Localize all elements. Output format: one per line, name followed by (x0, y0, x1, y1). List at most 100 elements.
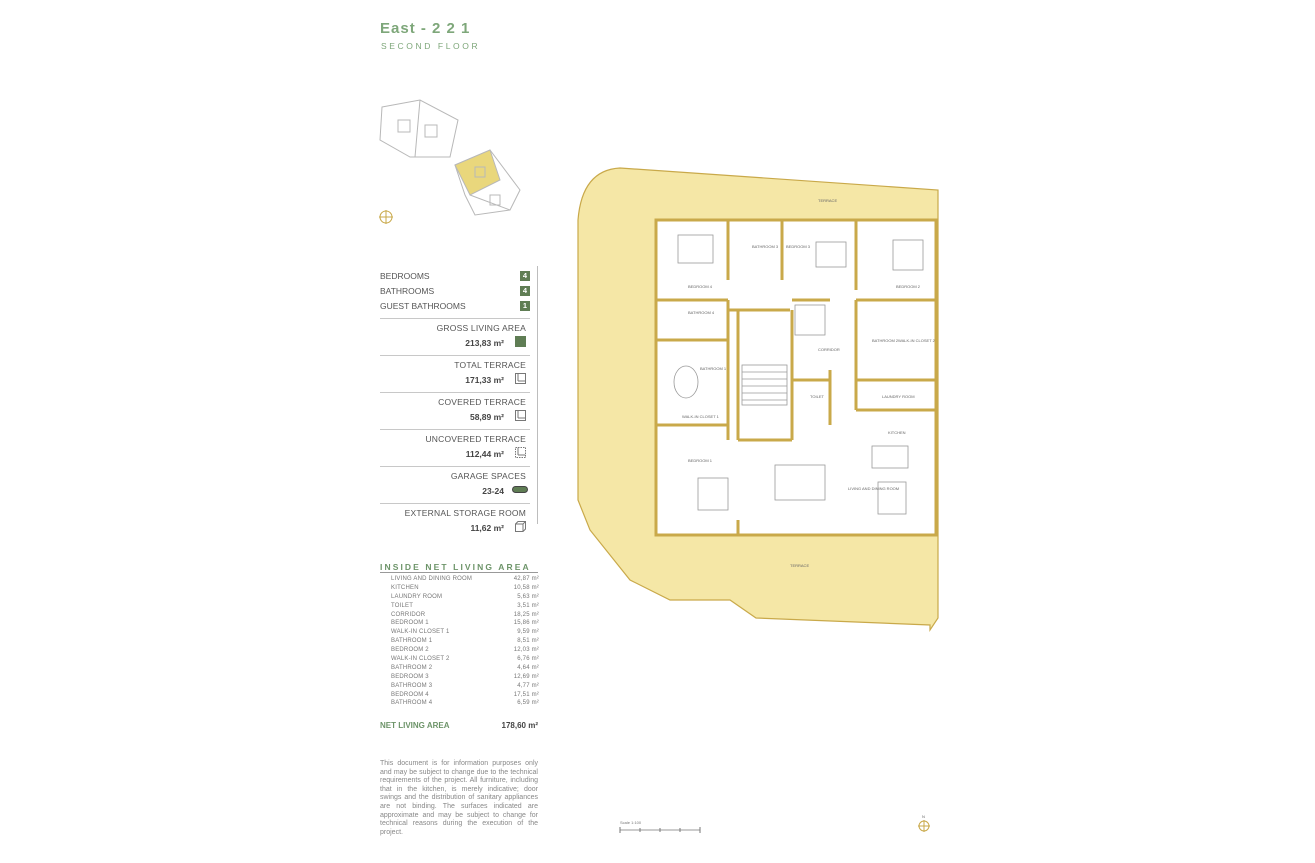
room-name: BATHROOM 3 (391, 682, 433, 689)
covered-terrace-icon (515, 410, 526, 421)
interior-walls (656, 220, 936, 535)
stairs-icon (741, 364, 788, 406)
area-garage-spaces: GARAGE SPACES 23-24 (380, 466, 530, 503)
label-bedroom-1: BEDROOM 1 (688, 458, 713, 463)
divider (380, 572, 538, 573)
scale-bar: Scale 1:100 (619, 820, 701, 833)
room-name: BEDROOM 3 (391, 673, 429, 680)
terrace-icon (515, 373, 526, 384)
room-area: 3,51 m² (517, 602, 539, 609)
label-bathroom-4: BATHROOM 4 (688, 310, 715, 315)
shower-icon (794, 304, 826, 336)
room-name: CORRIDOR (391, 611, 426, 618)
count-badge: 4 (520, 270, 530, 281)
room-area: 12,69 m² (513, 673, 539, 680)
room-counts: BEDROOMS 4 BATHROOMS 4 GUEST BATHROOMS 1 (380, 268, 530, 313)
room-name: LAUNDRY ROOM (391, 593, 443, 600)
net-living-area: NET LIVING AREA 178,60 m² (380, 721, 538, 730)
room-area-row: BEDROOM 2 12,03 m² (391, 646, 539, 655)
room-name: BEDROOM 2 (391, 647, 429, 654)
disclaimer-text: This document is for information purpose… (380, 760, 538, 836)
room-area: 5,63 m² (517, 593, 539, 600)
key-plan-diagram (379, 99, 521, 224)
kitchen-island-icon (871, 445, 909, 469)
area-gross-living: GROSS LIVING AREA 213,83 m² (380, 318, 530, 355)
room-area-row: LAUNDRY ROOM 5,63 m² (391, 593, 539, 602)
room-name: TOILET (391, 602, 414, 609)
room-name: BATHROOM 4 (391, 700, 433, 707)
room-name: BEDROOM 1 (391, 620, 429, 627)
room-area: 15,86 m² (513, 620, 539, 627)
room-area-row: BEDROOM 3 12,69 m² (391, 673, 539, 682)
room-name: KITCHEN (391, 584, 419, 591)
room-area-row: BEDROOM 1 15,86 m² (391, 619, 539, 628)
filled-square-icon (515, 336, 526, 347)
svg-text:Scale 1:100: Scale 1:100 (620, 820, 642, 825)
count-guest-bathrooms: GUEST BATHROOMS 1 (380, 298, 530, 313)
room-area-row: LIVING AND DINING ROOM 42,87 m² (391, 575, 539, 584)
room-area: 4,77 m² (517, 682, 539, 689)
room-area: 6,59 m² (517, 700, 539, 707)
room-area: 4,64 m² (517, 664, 539, 671)
car-icon (512, 486, 528, 493)
compass-icon (379, 210, 393, 224)
label-bathroom-3: BATHROOM 3 (752, 244, 779, 249)
count-badge: 1 (520, 300, 530, 311)
label-walk-in-closet-1: WALK-IN CLOSET 1 (682, 414, 720, 419)
room-area-row: BATHROOM 2 4,64 m² (391, 664, 539, 673)
label-terrace-bottom: TERRACE (790, 563, 809, 568)
area-total-terrace: TOTAL TERRACE 171,33 m² (380, 355, 530, 392)
page-title: East - 2 2 1 (380, 20, 471, 37)
room-area: 42,87 m² (513, 576, 539, 582)
label-bathroom-1: BATHROOM 1 (700, 366, 727, 371)
room-name: BATHROOM 2 (391, 664, 433, 671)
room-name: BATHROOM 1 (391, 638, 433, 645)
room-name: WALK-IN CLOSET 2 (391, 656, 450, 663)
label-corridor: CORRIDOR (818, 347, 840, 352)
storage-box-icon (515, 521, 526, 532)
room-area-row: CORRIDOR 18,25 m² (391, 611, 539, 620)
label-bedroom-2: BEDROOM 2 (896, 284, 921, 289)
room-area: 12,03 m² (513, 647, 539, 654)
count-bedrooms: BEDROOMS 4 (380, 268, 530, 283)
count-badge: 4 (520, 285, 530, 296)
label-laundry-room: LAUNDRY ROOM (882, 394, 915, 399)
inside-net-heading: INSIDE NET LIVING AREA (380, 562, 531, 572)
sofa-icon (774, 464, 826, 501)
area-summary: GROSS LIVING AREA 213,83 m² TOTAL TERRAC… (380, 318, 530, 540)
room-area: 18,25 m² (513, 611, 539, 618)
room-area-row: BATHROOM 4 6,59 m² (391, 699, 539, 708)
bed-icon (815, 241, 847, 268)
label-toilet: TOILET (810, 394, 824, 399)
divider (537, 266, 538, 524)
label-terrace-top: TERRACE (818, 198, 837, 203)
svg-text:N: N (922, 814, 925, 819)
room-name: LIVING AND DINING ROOM (391, 576, 473, 582)
room-area-row: BATHROOM 1 8,51 m² (391, 637, 539, 646)
uncovered-terrace-icon (515, 447, 526, 458)
area-covered-terrace: COVERED TERRACE 58,89 m² (380, 392, 530, 429)
room-area-row: TOILET 3,51 m² (391, 602, 539, 611)
room-name: BEDROOM 4 (391, 691, 429, 698)
room-area-row: BEDROOM 4 17,51 m² (391, 691, 539, 700)
north-arrow-icon: N (918, 814, 930, 832)
room-area: 17,51 m² (513, 691, 539, 698)
label-bedroom-3: BEDROOM 3 (786, 244, 811, 249)
room-area: 8,51 m² (517, 638, 539, 645)
bed-icon (892, 239, 924, 271)
bed-icon (697, 477, 729, 511)
label-bathroom-2: BATHROOM 2 (872, 338, 899, 343)
count-bathrooms: BATHROOMS 4 (380, 283, 530, 298)
bed-icon (677, 234, 714, 264)
bathtub-icon (673, 365, 699, 399)
furniture (673, 234, 924, 515)
dining-table-icon (877, 481, 907, 515)
area-external-storage: EXTERNAL STORAGE ROOM 11,62 m² (380, 503, 530, 540)
room-area: 6,76 m² (517, 656, 539, 663)
page-subtitle: SECOND FLOOR (381, 41, 481, 51)
room-area-row: BATHROOM 3 4,77 m² (391, 682, 539, 691)
key-plan-highlight-unit (454, 149, 501, 196)
